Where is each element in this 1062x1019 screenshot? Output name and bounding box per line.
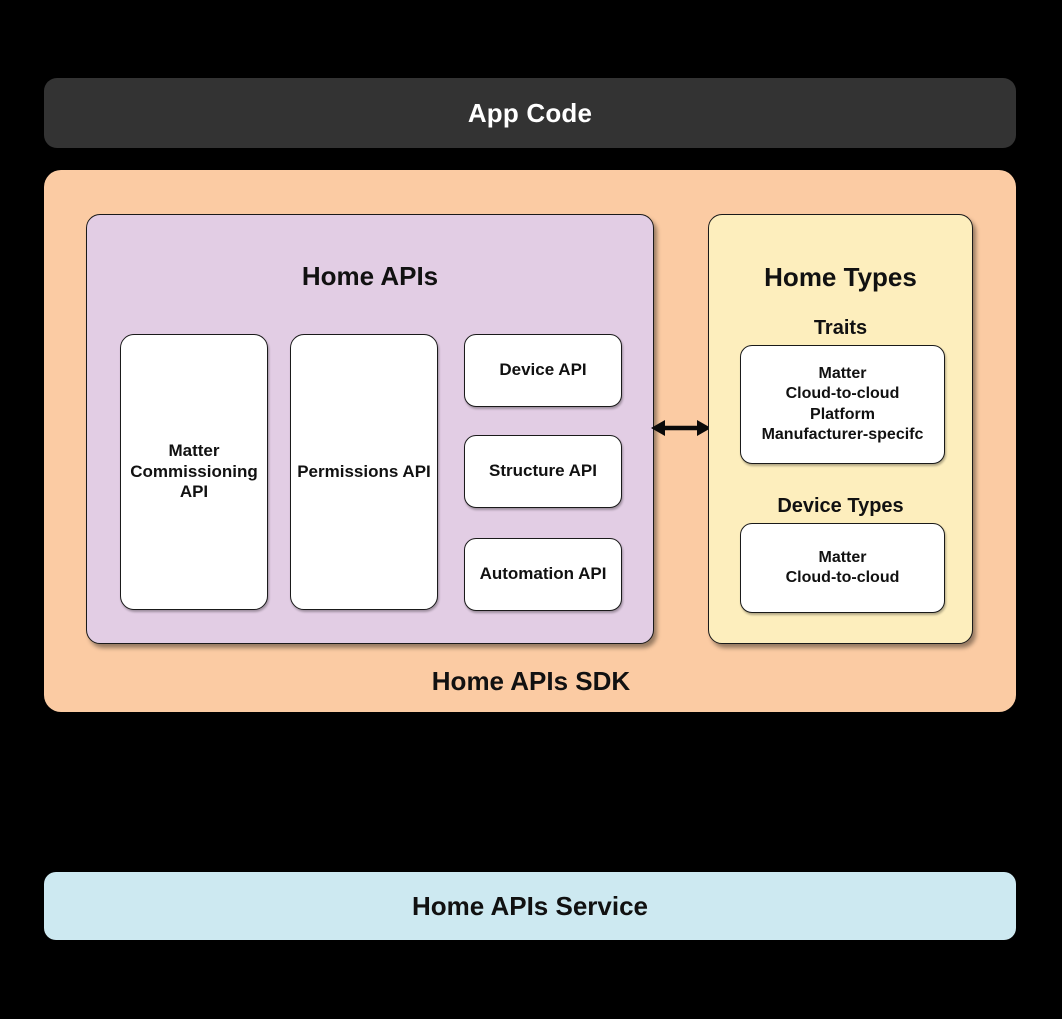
home-apis-panel: Home APIs Matter Commissioning API Permi… bbox=[86, 214, 654, 644]
traits-label: Traits bbox=[813, 317, 868, 339]
permissions-api-card: Permissions API bbox=[290, 334, 438, 610]
app-code-label: App Code bbox=[467, 97, 593, 128]
device-types-card: Matter Cloud-to-cloud bbox=[740, 523, 945, 613]
structure-api-card: Structure API bbox=[464, 435, 622, 508]
device-types-label: Device Types bbox=[777, 495, 904, 517]
traits-card: Matter Cloud-to-cloud Platform Manufactu… bbox=[740, 345, 945, 464]
home-apis-title: Home APIs bbox=[301, 261, 439, 291]
home-types-panel: Home Types Traits Matter Cloud-to-cloud … bbox=[708, 214, 973, 644]
automation-api-card: Automation API bbox=[464, 538, 622, 611]
matter-commissioning-api-card: Matter Commissioning API bbox=[120, 334, 268, 610]
home-apis-sdk-label: Home APIs SDK bbox=[431, 666, 631, 696]
bidirectional-arrow-icon bbox=[650, 414, 712, 442]
home-apis-service-label: Home APIs Service bbox=[411, 890, 649, 921]
app-code-box: App Code bbox=[44, 78, 1016, 148]
home-apis-service-box: Home APIs Service bbox=[44, 872, 1016, 940]
device-api-card: Device API bbox=[464, 334, 622, 407]
home-types-title: Home Types bbox=[764, 262, 917, 292]
